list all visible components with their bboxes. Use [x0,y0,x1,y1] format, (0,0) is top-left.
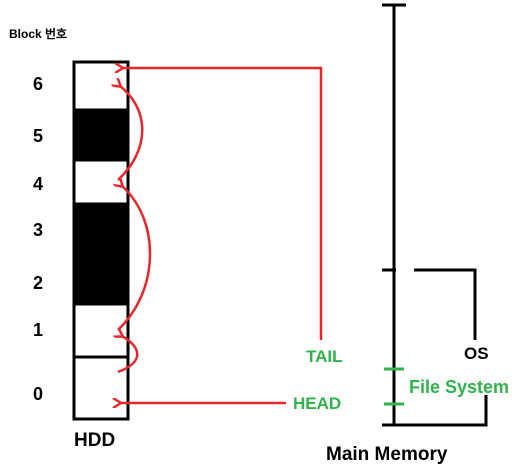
block-number-6: 6 [33,74,43,94]
main-memory-label: Main Memory [326,444,448,465]
hdd-block-4 [72,158,130,206]
hdd-label: HDD [74,430,115,451]
block-number-title: Block 번호 [9,26,67,41]
block-number-4: 4 [33,174,43,194]
block-number-2: 2 [33,273,43,293]
file-system-segment [384,367,404,406]
os-bracket [414,268,477,340]
tail-label: TAIL [306,347,343,366]
hdd-block-stack [72,60,130,421]
os-bracket-lower [394,395,488,427]
tail-pointer [122,68,323,340]
tail-arrow [122,68,323,340]
head-label: HEAD [293,394,341,413]
file-system-label: File System [409,377,509,397]
os-label: OS [464,344,489,363]
hdd-block-1 [72,302,130,359]
free-block-chain [118,86,152,374]
hdd-block-5 [72,108,130,162]
block-number-1: 1 [33,320,43,340]
hdd-block-3-2 [72,202,130,306]
hdd-block-0 [72,355,130,421]
chain-arrow-4-to-6 [118,86,144,181]
chain-arrow-1-to-4 [118,186,152,331]
block-number-0: 0 [33,384,43,404]
chain-arrow-0-to-1 [118,336,139,374]
hdd-block-6 [72,60,130,112]
block-number-5: 5 [33,126,43,146]
block-number-3: 3 [33,220,43,240]
main-memory-column [382,3,488,427]
